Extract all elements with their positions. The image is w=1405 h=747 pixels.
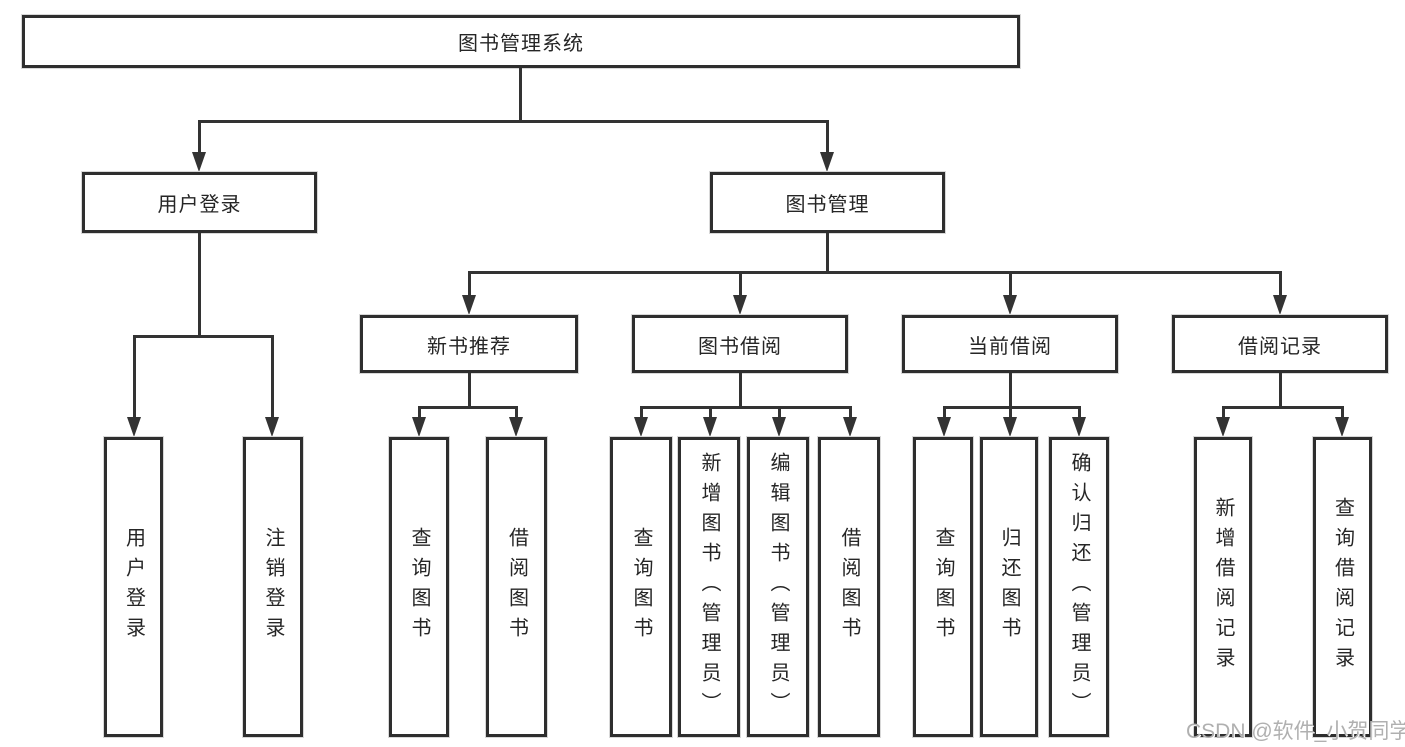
connector-stem (849, 406, 852, 419)
connector-borrow-records-stem (1279, 373, 1282, 406)
arrow-to-leaf-borrow-books-2 (843, 417, 857, 437)
connector-new-book-stem (468, 373, 471, 406)
arrow-to-leaf-borrow-books-1 (509, 417, 523, 437)
node-label: 确认归还（管理员） (1068, 452, 1090, 722)
arrow-to-book-borrow (733, 295, 747, 315)
node-label: 借阅图书 (505, 527, 528, 647)
node-label: 编辑图书（管理员） (767, 452, 789, 722)
arrow-to-current-borrow (1003, 295, 1017, 315)
node-label: 新增借阅记录 (1212, 497, 1234, 677)
connector-stem (1341, 406, 1344, 419)
arrow-to-leaf-query-borrow-record (1335, 417, 1349, 437)
arrow-to-leaf-user-login (127, 417, 141, 437)
connector-stem-book-management (826, 120, 829, 154)
leaf-add-borrow-record: 新增借阅记录 (1194, 437, 1252, 737)
node-library-management-system: 图书管理系统 (22, 15, 1020, 68)
node-label: 归还图书 (998, 527, 1020, 647)
arrow-to-leaf-query-books-1 (412, 417, 426, 437)
connector-user-login-stem (198, 233, 201, 335)
arrow-to-book-management (820, 152, 834, 172)
arrow-to-leaf-add-book (703, 417, 717, 437)
arrow-to-user-login (192, 152, 206, 172)
node-label: 图书管理 (785, 194, 870, 216)
leaf-query-books-2: 查询图书 (610, 437, 672, 737)
connector-stem (515, 406, 518, 419)
arrow-to-leaf-edit-book (772, 417, 786, 437)
leaf-logout: 注销登录 (243, 437, 303, 737)
connector-stem-leaf-logout (271, 335, 274, 419)
node-current-borrow: 当前借阅 (902, 315, 1118, 373)
connector-current-borrow-stem (1009, 373, 1012, 406)
leaf-edit-book-admin: 编辑图书（管理员） (747, 437, 809, 737)
node-label: 查询图书 (932, 527, 954, 647)
connector-stem (640, 406, 643, 419)
leaf-borrow-books-2: 借阅图书 (818, 437, 880, 737)
leaf-user-login: 用户登录 (104, 437, 163, 737)
node-label: 图书借阅 (698, 335, 782, 358)
connector-stem (1078, 406, 1081, 419)
node-user-login: 用户登录 (82, 172, 317, 233)
connector-stem-borrow-records (1279, 271, 1282, 297)
node-label: 借阅记录 (1238, 335, 1322, 358)
leaf-query-books-1: 查询图书 (389, 437, 449, 737)
leaf-return-book: 归还图书 (980, 437, 1038, 737)
node-label: 新增图书（管理员） (698, 452, 720, 722)
arrow-to-leaf-query-books-2 (634, 417, 648, 437)
connector-stem (943, 406, 946, 419)
connector-new-book-rail (418, 406, 518, 409)
leaf-query-books-3: 查询图书 (913, 437, 973, 737)
node-new-book-recommend: 新书推荐 (360, 315, 578, 373)
connector-level2-rail (198, 120, 829, 123)
connector-stem (709, 406, 712, 419)
connector-user-login-rail (133, 335, 274, 338)
connector-borrow-records-rail (1222, 406, 1343, 409)
node-label: 新书推荐 (427, 335, 511, 358)
arrow-to-borrow-records (1273, 295, 1287, 315)
connector-stem (1222, 406, 1225, 419)
arrow-to-leaf-add-borrow-record (1216, 417, 1230, 437)
arrow-to-leaf-query-books-3 (937, 417, 951, 437)
connector-book-borrow-stem (739, 373, 742, 406)
watermark: CSDN @软件_小贺同学 (1186, 720, 1405, 743)
arrow-to-leaf-return-book (1003, 417, 1017, 437)
connector-stem-leaf-user-login (133, 335, 136, 419)
connector-book-borrow-rail (640, 406, 852, 409)
node-book-borrow: 图书借阅 (632, 315, 848, 373)
connector-stem-new-book (468, 271, 471, 297)
connector-stem-current-borrow (1009, 271, 1012, 297)
node-label: 用户登录 (122, 527, 145, 647)
node-borrow-records: 借阅记录 (1172, 315, 1388, 373)
arrow-to-new-book (462, 295, 476, 315)
connector-level3-rail (468, 271, 1281, 274)
connector-stem-book-borrow (739, 271, 742, 297)
connector-current-borrow-rail (943, 406, 1081, 409)
node-label: 借阅图书 (838, 527, 860, 647)
node-label: 查询借阅记录 (1331, 497, 1354, 677)
node-label: 图书管理系统 (458, 33, 584, 55)
node-label: 查询图书 (630, 527, 652, 647)
leaf-borrow-books-1: 借阅图书 (486, 437, 547, 737)
connector-stem (418, 406, 421, 419)
leaf-add-book-admin: 新增图书（管理员） (678, 437, 740, 737)
arrow-to-leaf-logout (265, 417, 279, 437)
node-label: 用户登录 (157, 194, 242, 216)
arrow-to-leaf-confirm-return (1072, 417, 1086, 437)
node-label: 当前借阅 (968, 335, 1052, 358)
connector-stem (778, 406, 781, 419)
node-label: 注销登录 (262, 527, 284, 647)
connector-stem-user-login (198, 120, 201, 154)
node-book-management: 图书管理 (710, 172, 945, 233)
leaf-confirm-return-admin: 确认归还（管理员） (1049, 437, 1109, 737)
node-label: 查询图书 (408, 527, 430, 647)
connector-root-stem (519, 68, 522, 122)
connector-book-management-stem (826, 233, 829, 271)
leaf-query-borrow-record: 查询借阅记录 (1313, 437, 1372, 737)
connector-stem (1009, 406, 1012, 419)
